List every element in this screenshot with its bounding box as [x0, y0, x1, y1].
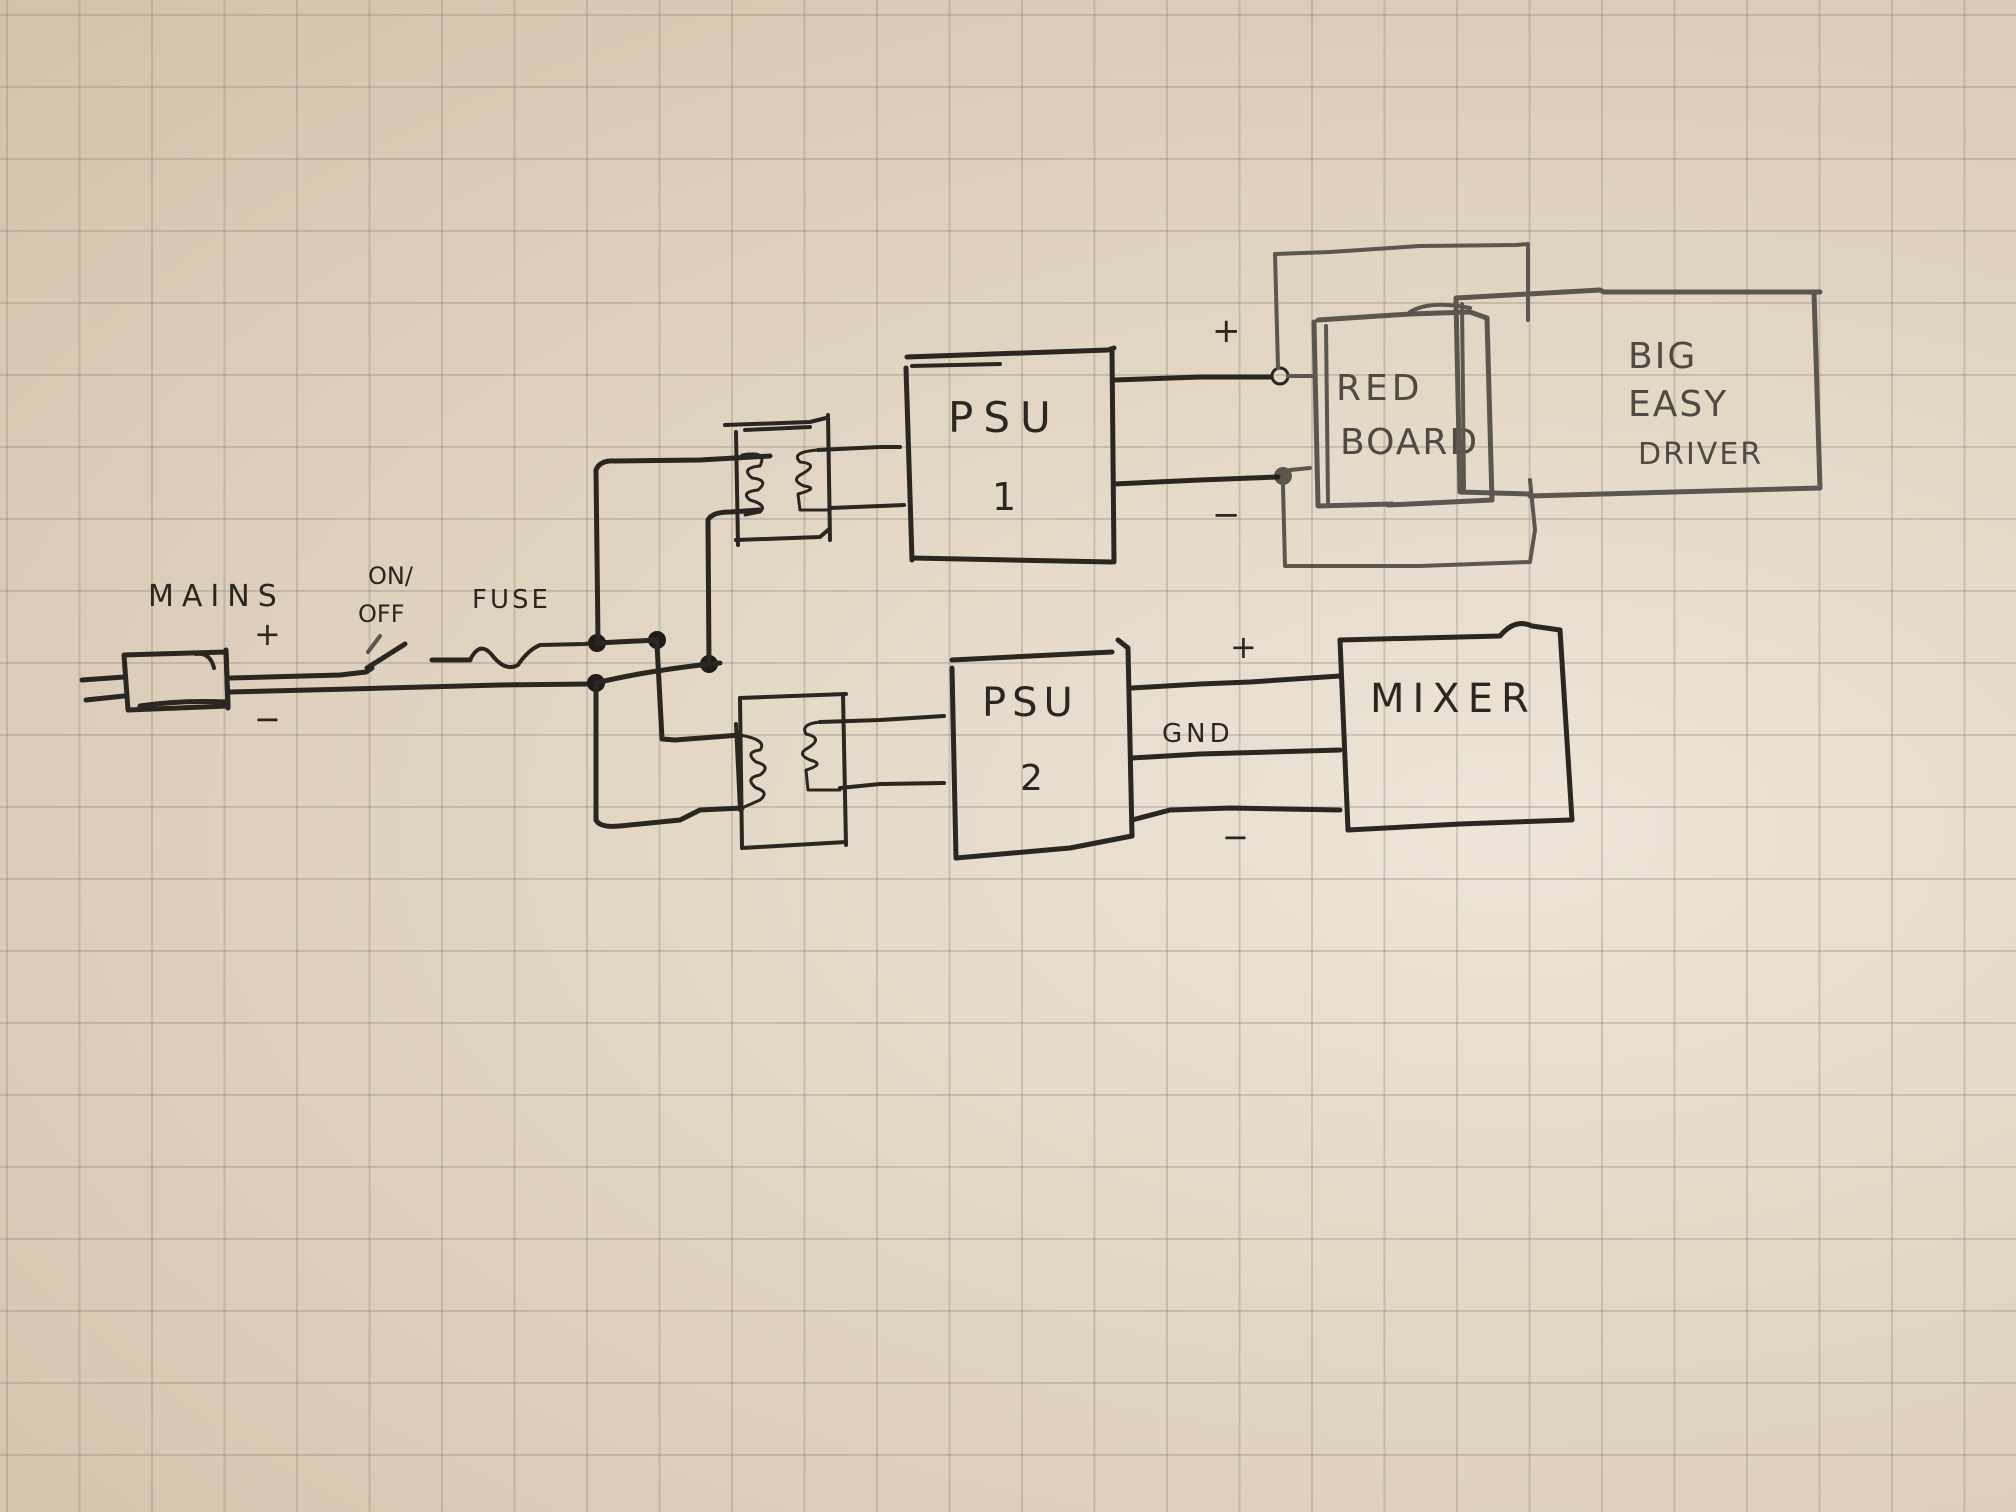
mixer [1337, 621, 1575, 833]
bed-label-line1: BIG [1628, 336, 1697, 377]
xfmr2-neutral-feed [593, 684, 745, 829]
psu2-gnd-wire [1129, 747, 1343, 761]
bed-label-line3: DRIVER [1638, 437, 1763, 472]
mixer-label: MIXER [1370, 676, 1537, 722]
psu2-label-line2: 2 [1020, 758, 1043, 799]
psu1-minus-wire [1111, 474, 1281, 487]
psu1-label-line2: 1 [992, 475, 1016, 519]
psu2-plus-wire [1129, 673, 1343, 691]
transformer-2 [734, 692, 946, 850]
psu1-minus-label: − [1212, 495, 1241, 535]
mains-plug [79, 647, 231, 713]
psu1-label-line1: PSU [948, 393, 1061, 442]
switch-contact [363, 665, 375, 675]
psu1-load-wiring [1270, 242, 1537, 568]
mains-plus-label: + [254, 615, 281, 653]
mains-minus-label: − [254, 700, 281, 738]
psu2-minus-wire [1129, 805, 1343, 823]
bed-label-line2: EASY [1628, 384, 1728, 425]
switch-label-line1: ON/ [368, 562, 414, 590]
big-easy-driver [1453, 287, 1823, 499]
xfmr1-neutral-feed [705, 507, 763, 667]
psu1-plus-wire [1111, 374, 1273, 383]
live-bus [594, 637, 660, 646]
psu2-plus-label: + [1230, 628, 1257, 666]
transformer-1 [723, 413, 906, 547]
switch-lever [364, 641, 408, 671]
switch-pencil-mark [366, 634, 382, 654]
switch-label-line2: OFF [358, 600, 405, 628]
psu-1 [903, 345, 1117, 565]
psu2-gnd-label: GND [1162, 719, 1234, 749]
psu2-minus-label: − [1222, 818, 1249, 856]
xfmr2-live-feed [654, 641, 743, 743]
neutral-bus [593, 660, 723, 686]
redboard-label-line1: RED [1336, 368, 1423, 409]
fuse-label: FUSE [472, 585, 551, 615]
fuse-symbol [468, 640, 598, 669]
mains-neutral-wire [227, 681, 593, 695]
mains-live-wire [227, 669, 369, 681]
redboard-label-line2: BOARD [1340, 422, 1479, 463]
xfmr1-live-feed [593, 453, 773, 643]
psu1-plus-label: + [1212, 311, 1241, 351]
psu-2 [949, 637, 1135, 861]
psu2-label-line1: PSU [982, 680, 1079, 726]
mains-label: MAINS [148, 579, 285, 614]
red-board [1311, 302, 1495, 509]
